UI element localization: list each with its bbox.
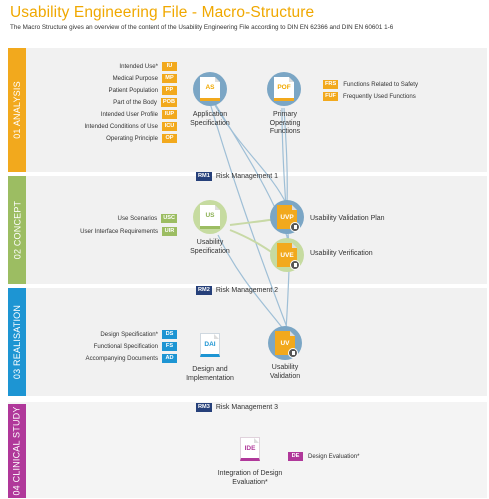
realisation-input-ds: Design Specification*DS bbox=[100, 329, 177, 340]
uvp-node[interactable]: UVP bbox=[270, 200, 304, 234]
document-icon: AS bbox=[200, 77, 220, 101]
uve-node[interactable]: UVE bbox=[270, 238, 304, 272]
ide-node[interactable]: IDE bbox=[233, 432, 267, 466]
document-icon: DAI bbox=[200, 333, 220, 357]
pof-node[interactable]: POF bbox=[267, 72, 301, 106]
uvp-caption: Usability Validation Plan bbox=[310, 215, 385, 222]
as-node[interactable]: AS bbox=[193, 72, 227, 106]
phase-concept-label: 02 CONCEPT bbox=[8, 176, 26, 284]
uv-node[interactable]: UV bbox=[268, 326, 302, 360]
phase-clinical-label: 04 CLINICAL STUDY bbox=[8, 404, 26, 498]
page-title: Usability Engineering File - Macro-Struc… bbox=[10, 4, 315, 21]
document-icon: US bbox=[200, 205, 220, 229]
document-icon: IDE bbox=[240, 437, 260, 461]
lock-icon bbox=[290, 222, 300, 232]
analysis-input-iu: Intended Use*IU bbox=[119, 61, 177, 72]
document-icon: UV bbox=[275, 331, 298, 358]
page-subtitle: The Macro Structure gives an overview of… bbox=[10, 24, 394, 31]
document-icon: POF bbox=[274, 77, 294, 101]
document-icon: UVP bbox=[277, 205, 300, 232]
lock-icon bbox=[288, 348, 298, 358]
uve-caption: Usability Verification bbox=[310, 250, 373, 257]
phase-realisation-label: 03 REALISATION bbox=[8, 288, 26, 396]
document-icon: UVE bbox=[277, 243, 300, 270]
realisation-band bbox=[8, 288, 487, 396]
us-node[interactable]: US bbox=[193, 200, 227, 234]
dai-node[interactable]: DAI bbox=[193, 328, 227, 362]
lock-icon bbox=[290, 260, 300, 270]
concept-band bbox=[8, 176, 487, 284]
phase-analysis-label: 01 ANALYSIS bbox=[8, 48, 26, 172]
